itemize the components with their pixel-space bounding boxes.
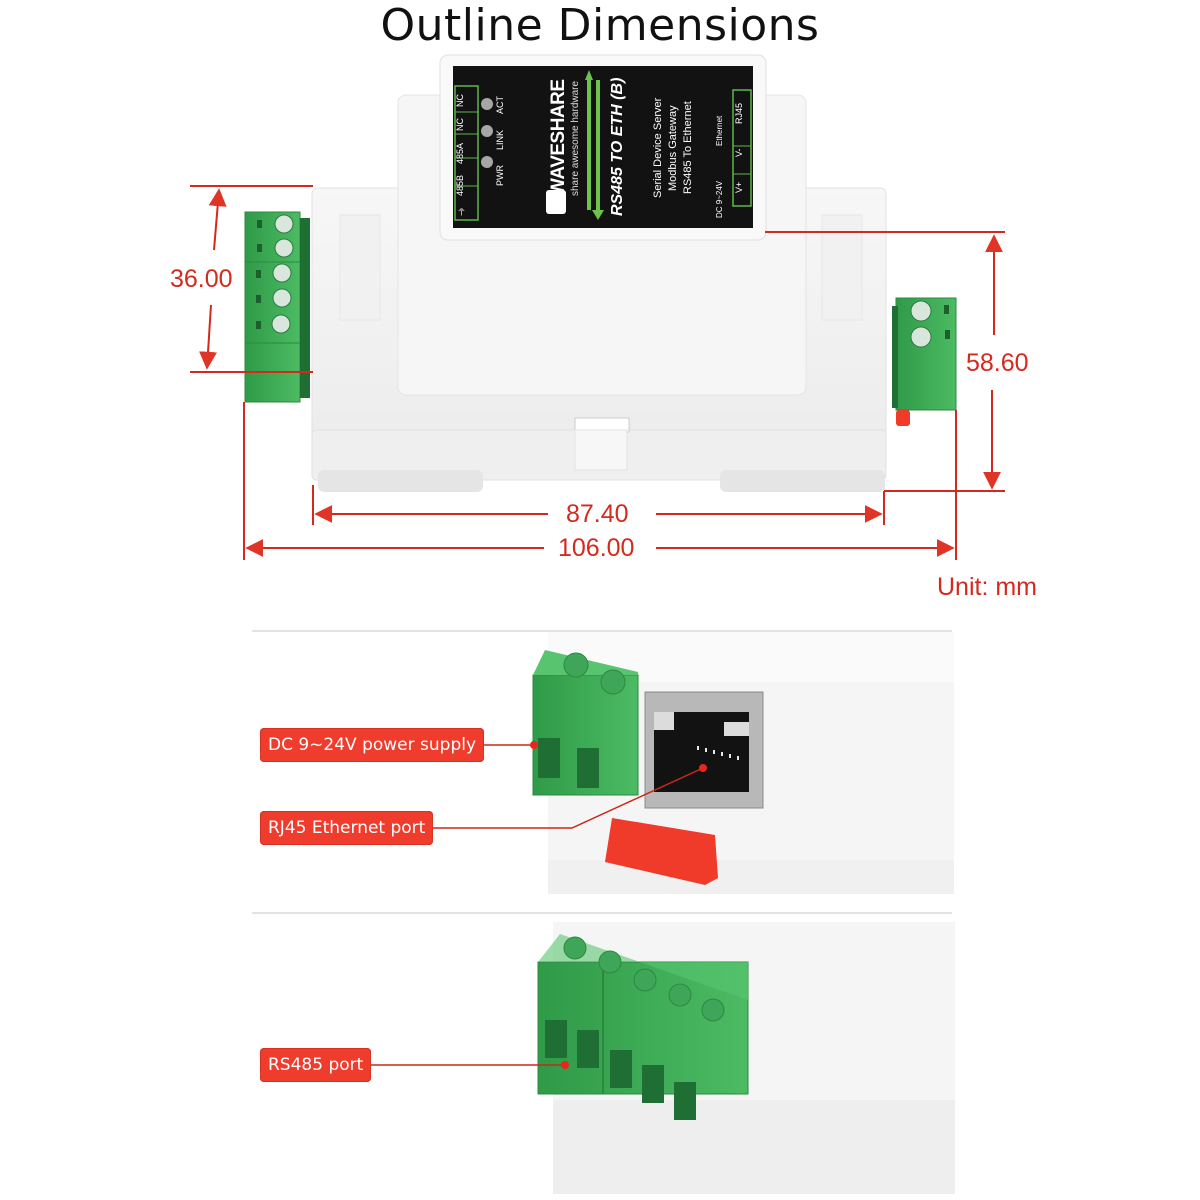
unit-label: Unit: mm: [937, 573, 1037, 601]
dimension-lines: [190, 185, 1005, 560]
dimension-terminal-height: 36.00: [166, 264, 237, 294]
terminal-label: 485B: [455, 174, 465, 196]
dimension-body-height: 58.60: [962, 348, 1033, 378]
feature-item: Serial Device Server: [652, 97, 664, 199]
right-terminal-block: [892, 297, 957, 426]
rs485-closeup: [537, 922, 955, 1194]
feature-item: RS485 To Ethernet: [682, 101, 694, 195]
terminal-label: RJ45: [734, 102, 744, 124]
callout-rj45-port: RJ45 Ethernet port: [260, 811, 434, 845]
dimension-overall-width: 106.00: [554, 533, 639, 563]
panel-divider-middle: [252, 912, 952, 914]
callout-rs485-port: RS485 port: [260, 1048, 372, 1082]
page-title: Outline Dimensions: [380, 0, 820, 51]
terminal-label: NC: [455, 93, 465, 107]
terminal-label: NC: [455, 118, 465, 132]
power-text: DC 9~24V: [715, 180, 724, 218]
power-rj45-closeup: [532, 632, 954, 894]
terminal-label: ⏚: [457, 207, 467, 217]
led-label: LINK: [495, 129, 505, 150]
brand-tagline: share awesome hardware: [570, 80, 581, 196]
terminal-label: V+: [734, 182, 744, 194]
left-terminal-block: [244, 211, 310, 403]
led-labels: PWR LINK ACT: [495, 96, 505, 186]
led-label: ACT: [495, 96, 505, 115]
right-terminal-labels: V+ V- RJ45: [734, 90, 752, 206]
ethernet-text: Ethernet: [715, 115, 724, 146]
callout-power-supply: DC 9~24V power supply: [260, 728, 485, 762]
left-terminal-labels: ⏚ 485B 485A NC NC: [455, 88, 477, 222]
dimension-rail-width: 87.40: [562, 499, 633, 529]
terminal-label: V-: [734, 148, 744, 158]
feature-item: Modbus Gateway: [667, 105, 679, 191]
panel-divider-top: [252, 630, 952, 632]
led-label: PWR: [495, 165, 505, 186]
terminal-label: 485A: [455, 142, 465, 164]
brand-logo-text: WAVESHARE: [548, 79, 569, 196]
device-front-label: [453, 66, 753, 228]
callout-dots: [530, 741, 707, 1069]
model-name: RS485 TO ETH (B): [609, 77, 626, 216]
label-text-layer: ⏚ 485B 485A NC NC PWR LINK ACT WAVESHARE…: [453, 66, 753, 228]
feature-list: Serial Device Server Modbus Gateway RS48…: [651, 88, 696, 208]
